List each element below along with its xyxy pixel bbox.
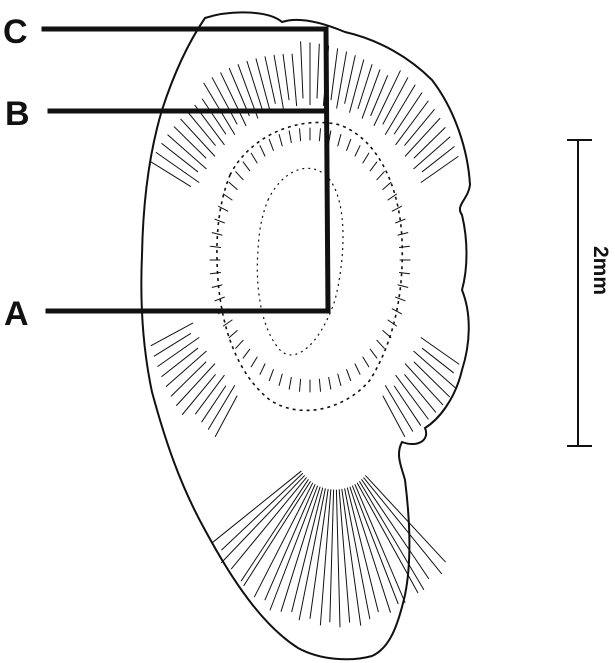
label-b: B	[5, 95, 30, 133]
striation-mark	[422, 147, 454, 172]
striation-mark	[154, 334, 190, 357]
striation-mark	[371, 76, 388, 116]
striation-mark	[350, 60, 364, 112]
striation-mark	[174, 127, 206, 158]
striation-mark	[223, 194, 232, 200]
striation-mark	[364, 478, 442, 574]
label-c: C	[3, 13, 28, 51]
striation-mark	[260, 146, 265, 156]
striation-mark	[396, 297, 406, 301]
striation-mark	[383, 396, 405, 437]
striation-mark	[301, 42, 303, 98]
striation-mark	[338, 135, 341, 146]
striation-mark	[236, 340, 243, 348]
striation-mark	[355, 485, 405, 603]
striation-mark	[243, 162, 250, 171]
striation-mark	[338, 374, 341, 385]
striation-mark	[151, 323, 193, 346]
striation-mark	[363, 357, 369, 367]
striation-mark	[347, 370, 351, 381]
central-zone	[257, 168, 343, 355]
striation-mark	[279, 135, 282, 146]
striation-mark	[383, 331, 391, 338]
striation-mark	[251, 357, 257, 367]
striation-mark	[212, 285, 222, 288]
striation-mark	[421, 157, 458, 183]
striation-mark	[414, 128, 445, 158]
striation-mark	[211, 246, 221, 247]
striation-mark	[151, 162, 191, 187]
striation-mark	[355, 364, 360, 374]
striation-mark	[229, 182, 237, 189]
striation-mark	[300, 379, 301, 391]
striation-mark	[202, 386, 226, 422]
striation-mark	[279, 374, 282, 385]
striation-mark	[215, 219, 225, 223]
striation-mark	[392, 206, 401, 211]
scale-bar	[567, 140, 592, 446]
striation-mark	[370, 162, 377, 171]
striation-mark	[274, 55, 283, 108]
striation-mark	[188, 112, 216, 145]
striation-mark	[289, 377, 291, 389]
striation-mark	[422, 348, 453, 372]
striation-mark	[212, 233, 222, 236]
striation-mark	[330, 490, 334, 622]
striation-mark	[336, 490, 340, 627]
striation-mark	[215, 396, 237, 437]
striation-mark	[251, 153, 257, 163]
striation-mark	[229, 68, 249, 115]
striation-mark	[247, 61, 262, 108]
pointer-vertical	[326, 29, 328, 311]
striation-mark	[256, 59, 270, 113]
striation-mark	[358, 65, 372, 109]
label-a: A	[4, 295, 29, 333]
striation-mark	[236, 172, 243, 180]
radial-striations	[151, 42, 459, 627]
striation-mark	[355, 146, 360, 156]
striation-mark	[421, 338, 459, 365]
striation-mark	[289, 131, 291, 143]
striation-mark	[202, 99, 225, 134]
striation-mark	[363, 153, 369, 163]
striation-mark	[269, 139, 273, 150]
striation-mark	[329, 377, 331, 389]
striation-mark	[317, 44, 319, 98]
striation-mark	[319, 129, 320, 141]
striation-mark	[222, 476, 305, 563]
striation-mark	[319, 379, 320, 391]
striation-mark	[162, 144, 198, 172]
striation-mark	[211, 273, 221, 274]
striation-mark	[400, 246, 410, 247]
striation-mark	[243, 349, 250, 358]
striation-mark	[377, 340, 384, 348]
striation-mark	[370, 349, 377, 358]
striation-mark	[222, 474, 303, 550]
striation-mark	[398, 285, 408, 288]
striation-mark	[231, 478, 306, 569]
striation-mark	[331, 49, 338, 100]
striation-mark	[292, 488, 323, 612]
striation-mark	[347, 139, 351, 150]
striation-mark	[241, 480, 308, 581]
striation-mark	[398, 233, 408, 236]
striation-mark	[377, 172, 384, 180]
scale-bar-label: 2mm	[589, 246, 612, 295]
striation-mark	[229, 331, 237, 338]
striation-mark	[269, 370, 273, 381]
striation-mark	[300, 129, 301, 141]
striation-mark	[347, 488, 378, 612]
striation-mark	[362, 480, 429, 579]
striation-mark	[260, 364, 265, 374]
striation-mark	[283, 54, 289, 99]
striation-mark	[162, 348, 198, 376]
striation-mark	[292, 54, 297, 106]
striation-mark	[388, 320, 397, 326]
striation-mark	[362, 70, 380, 118]
striation-mark	[383, 182, 391, 189]
